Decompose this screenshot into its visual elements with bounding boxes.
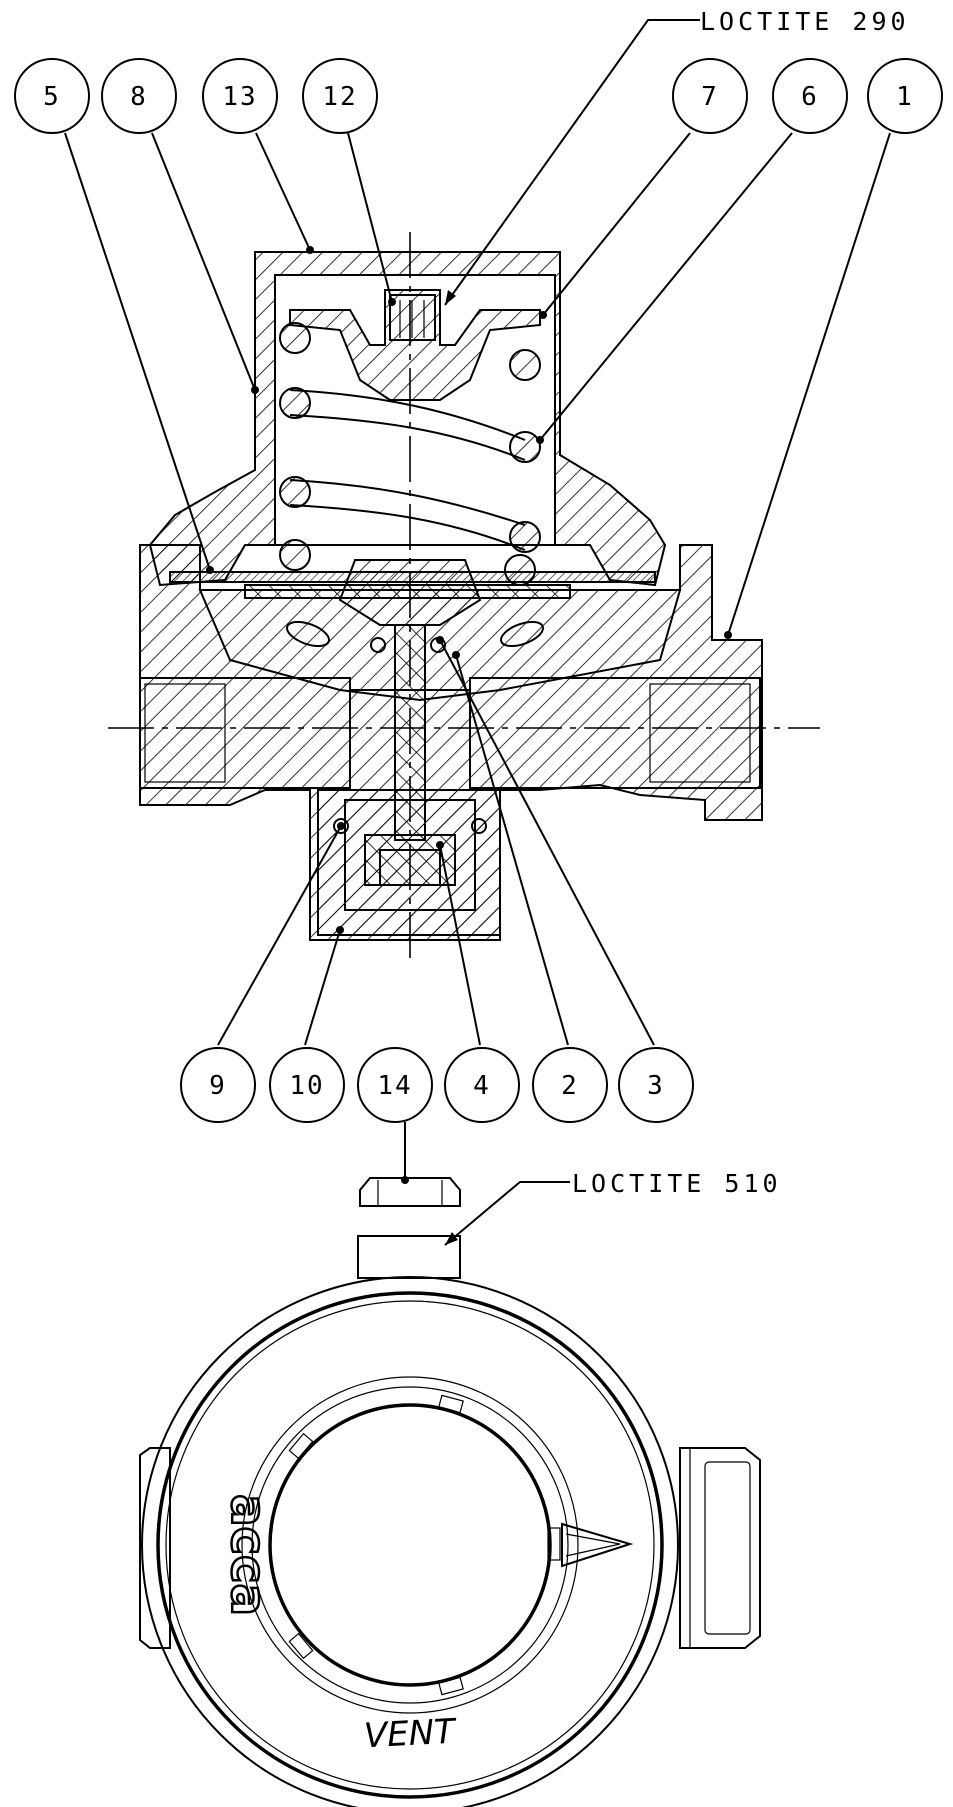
port-left xyxy=(286,620,330,648)
svg-text:1: 1 xyxy=(896,82,914,112)
o-ring-9-right xyxy=(471,818,487,834)
acca-logo: acca xyxy=(220,1494,276,1616)
plan-view: acca VENT xyxy=(139,1177,761,1807)
spring xyxy=(279,322,541,586)
right-port xyxy=(679,1447,761,1649)
vent-label: VENT xyxy=(363,1712,458,1757)
balloon-1: 1 xyxy=(867,58,943,134)
balloon-13: 13 xyxy=(202,58,278,134)
balloon-9: 9 xyxy=(180,1047,256,1123)
svg-text:8: 8 xyxy=(130,82,148,112)
balloon-8: 8 xyxy=(101,58,177,134)
port-right xyxy=(500,620,544,648)
svg-text:9: 9 xyxy=(209,1071,227,1101)
balloon-14: 14 xyxy=(357,1047,433,1123)
plan-inner-opening xyxy=(268,1403,552,1687)
svg-text:10: 10 xyxy=(289,1071,324,1101)
balloon-4: 4 xyxy=(444,1047,520,1123)
boss xyxy=(357,1235,461,1279)
svg-text:2: 2 xyxy=(561,1071,579,1101)
spring-cap xyxy=(289,289,541,401)
inlet-thread xyxy=(144,683,226,783)
svg-text:4: 4 xyxy=(473,1071,491,1101)
pointer-icon xyxy=(561,1522,634,1568)
body xyxy=(139,544,763,941)
svg-text:12: 12 xyxy=(322,82,357,112)
left-port xyxy=(139,1447,171,1649)
svg-text:6: 6 xyxy=(801,82,819,112)
svg-text:3: 3 xyxy=(647,1071,665,1101)
bonnet-cavity xyxy=(274,274,556,546)
section-view xyxy=(108,232,820,958)
balloon-7: 7 xyxy=(672,58,748,134)
svg-text:7: 7 xyxy=(701,82,719,112)
note-loctite-510: LOCTITE 510 xyxy=(572,1169,782,1198)
plan-outer-ring xyxy=(141,1276,679,1807)
adjusting-screw xyxy=(389,294,436,341)
leader-lines xyxy=(64,19,891,1246)
hex-cap xyxy=(359,1177,461,1207)
balloon-10: 10 xyxy=(269,1047,345,1123)
svg-text:5: 5 xyxy=(43,82,61,112)
balloon-2: 2 xyxy=(532,1047,608,1123)
note-loctite-290: LOCTITE 290 xyxy=(700,7,910,36)
balloon-3: 3 xyxy=(618,1047,694,1123)
balloon-6: 6 xyxy=(772,58,848,134)
outlet-thread xyxy=(649,683,751,783)
body-chamber xyxy=(198,589,682,702)
svg-text:14: 14 xyxy=(377,1071,412,1101)
balloon-12: 12 xyxy=(302,58,378,134)
balloon-5: 5 xyxy=(14,58,90,134)
leader-terminators xyxy=(206,246,732,1245)
o-ring-2 xyxy=(370,637,386,653)
svg-text:13: 13 xyxy=(222,82,257,112)
